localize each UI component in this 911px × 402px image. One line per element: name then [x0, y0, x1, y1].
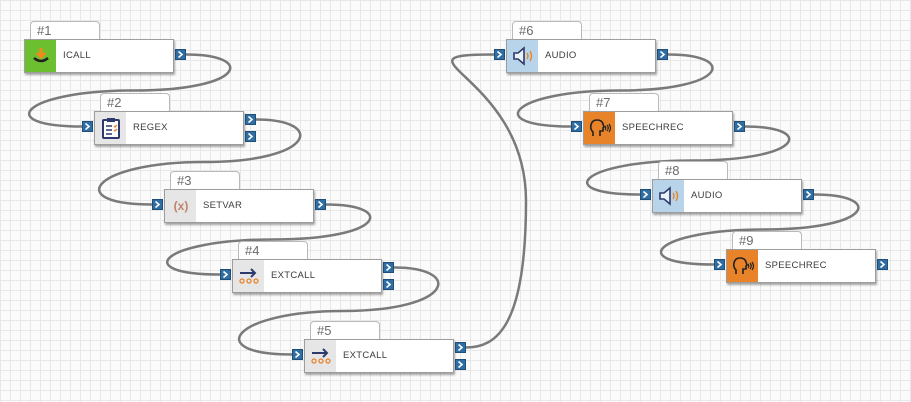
- incoming-call-icon: [25, 40, 56, 72]
- node-3[interactable]: #3 (x) SETVAR: [152, 171, 326, 233]
- node-label: REGEX: [133, 122, 168, 133]
- node-label: AUDIO: [545, 50, 577, 61]
- node-body[interactable]: SPEECHREC: [726, 249, 876, 283]
- output-port[interactable]: [175, 49, 186, 60]
- input-port[interactable]: [494, 49, 505, 60]
- output-port-1[interactable]: [383, 262, 394, 273]
- speaker-icon: [507, 40, 538, 72]
- transfer-icon: [305, 340, 336, 372]
- node-id-tab: #7: [589, 93, 659, 111]
- node-id-tab: #9: [732, 231, 802, 249]
- node-body[interactable]: ICALL: [24, 39, 174, 73]
- node-body[interactable]: AUDIO: [506, 39, 656, 73]
- wire-5-6[interactable]: [451, 53, 528, 349]
- node-id-tab: #4: [238, 241, 308, 259]
- node-body[interactable]: SPEECHREC: [583, 111, 733, 145]
- speaker-icon: [653, 180, 684, 212]
- transfer-icon: [233, 260, 264, 292]
- node-label: SPEECHREC: [765, 260, 827, 271]
- input-port[interactable]: [82, 121, 93, 132]
- node-id-tab: #3: [170, 171, 240, 189]
- speech-head-icon: [584, 112, 615, 144]
- output-port[interactable]: [803, 189, 814, 200]
- output-port-2[interactable]: [455, 359, 466, 370]
- output-port-1[interactable]: [245, 114, 256, 125]
- input-port[interactable]: [152, 199, 163, 210]
- input-port[interactable]: [571, 121, 582, 132]
- speech-head-icon: [727, 250, 758, 282]
- output-port[interactable]: [315, 199, 326, 210]
- node-body[interactable]: REGEX: [94, 111, 244, 145]
- output-port-2[interactable]: [383, 279, 394, 290]
- node-id-tab: #8: [658, 161, 728, 179]
- output-port-1[interactable]: [455, 342, 466, 353]
- output-port[interactable]: [734, 121, 745, 132]
- input-port[interactable]: [640, 189, 651, 200]
- input-port[interactable]: [714, 259, 725, 270]
- node-id-tab: #1: [30, 21, 100, 39]
- node-label: AUDIO: [691, 190, 723, 201]
- output-port[interactable]: [877, 259, 888, 270]
- node-id-tab: #6: [512, 21, 582, 39]
- node-label: SETVAR: [203, 200, 243, 211]
- clipboard-icon: [95, 112, 126, 144]
- output-port[interactable]: [657, 49, 668, 60]
- node-label: ICALL: [63, 50, 91, 61]
- node-body[interactable]: AUDIO: [652, 179, 802, 213]
- input-port[interactable]: [220, 269, 231, 280]
- input-port[interactable]: [292, 349, 303, 360]
- node-body[interactable]: (x) SETVAR: [164, 189, 314, 223]
- node-id-tab: #2: [100, 93, 170, 111]
- node-label: EXTCALL: [343, 350, 388, 361]
- node-label: SPEECHREC: [622, 122, 684, 133]
- variable-icon: (x): [165, 190, 196, 222]
- node-label: EXTCALL: [271, 270, 316, 281]
- output-port-2[interactable]: [245, 131, 256, 142]
- node-id-tab: #5: [310, 321, 380, 339]
- node-body[interactable]: EXTCALL: [232, 259, 382, 293]
- node-body[interactable]: EXTCALL: [304, 339, 454, 373]
- svg-text:(x): (x): [173, 199, 188, 213]
